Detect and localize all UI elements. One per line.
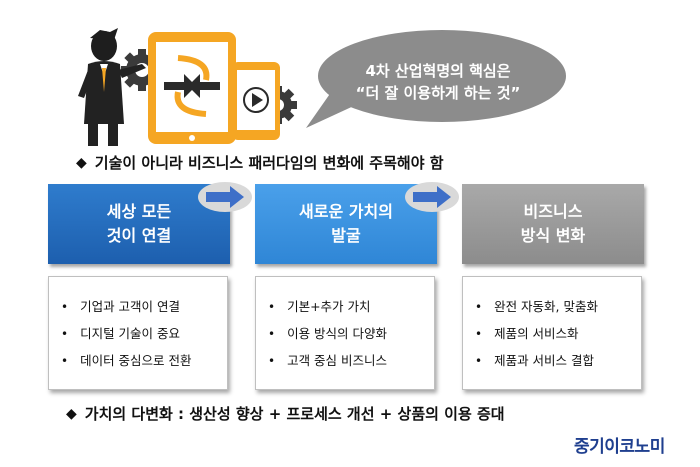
bullet-dot-icon: • <box>475 354 483 368</box>
list-item: •제품과 서비스 결합 <box>475 351 641 378</box>
bubble-text: 4차 산업혁명의 핵심은 “더 잘 이용하게 하는 것” <box>318 60 558 104</box>
bullet-dot-icon: • <box>268 354 276 368</box>
phone-icon <box>232 62 280 140</box>
arrow-right-icon <box>405 182 459 212</box>
stage-1-title-line-2: 것이 연결 <box>106 226 172 245</box>
list-item: •기본+추가 가치 <box>268 297 434 324</box>
bubble-line-2: “더 잘 이용하게 하는 것” <box>355 84 521 102</box>
list-item: •기업과 고객이 연결 <box>61 297 227 324</box>
stage-3-title-line-1: 비즈니스 <box>523 202 583 221</box>
diamond-bullet-icon: ◆ <box>66 405 77 422</box>
diamond-bullet-icon: ◆ <box>76 154 87 171</box>
list-item: •고객 중심 비즈니스 <box>268 351 434 378</box>
bullet-dot-icon: • <box>475 327 483 341</box>
bullet-dot-icon: • <box>61 354 69 368</box>
bullet-dot-icon: • <box>268 300 276 314</box>
stage-2-title-line-2: 발굴 <box>331 226 361 245</box>
headline-top: ◆ 기술이 아니라 비즈니스 패러다임의 변화에 주목해야 함 <box>76 152 444 173</box>
stage-1-list: •기업과 고객이 연결 •디지털 기술이 중요 •데이터 중심으로 전환 <box>48 276 228 390</box>
stage-box-3: 비즈니스 방식 변화 <box>462 184 644 264</box>
list-item: •제품의 서비스화 <box>475 324 641 351</box>
stage-2-list: •기본+추가 가치 •이용 방식의 다양화 •고객 중심 비즈니스 <box>255 276 435 390</box>
list-item: •데이터 중심으로 전환 <box>61 351 227 378</box>
businessman-icon <box>78 28 146 146</box>
bubble-line-1: 4차 산업혁명의 핵심은 <box>365 62 511 80</box>
brand-logo: 중기이코노미 <box>574 437 665 457</box>
headline-bottom-text: 가치의 다변화 : 생산성 향상 + 프로세스 개선 + 상품의 이용 증대 <box>84 405 505 423</box>
stage-1-title-line-1: 세상 모든 <box>106 202 172 221</box>
swap-arrows-icon <box>164 55 220 117</box>
speech-bubble <box>306 30 566 128</box>
list-item: •디지털 기술이 중요 <box>61 324 227 351</box>
bullet-dot-icon: • <box>475 300 483 314</box>
headline-bottom: ◆ 가치의 다변화 : 생산성 향상 + 프로세스 개선 + 상품의 이용 증대 <box>66 403 505 424</box>
bullet-dot-icon: • <box>61 327 69 341</box>
bullet-dot-icon: • <box>268 327 276 341</box>
arrow-right-icon <box>198 182 252 212</box>
stage-3-title-line-2: 방식 변화 <box>520 226 586 245</box>
play-icon <box>252 93 263 107</box>
list-item: •이용 방식의 다양화 <box>268 324 434 351</box>
list-item: •완전 자동화, 맞춤화 <box>475 297 641 324</box>
stage-3-list: •완전 자동화, 맞춤화 •제품의 서비스화 •제품과 서비스 결합 <box>462 276 642 390</box>
business-illustration <box>78 28 297 146</box>
phone-icon <box>148 32 236 144</box>
headline-top-text: 기술이 아니라 비즈니스 패러다임의 변화에 주목해야 함 <box>94 154 444 172</box>
bullet-dot-icon: • <box>61 300 69 314</box>
stage-2-title-line-1: 새로운 가치의 <box>299 202 393 221</box>
